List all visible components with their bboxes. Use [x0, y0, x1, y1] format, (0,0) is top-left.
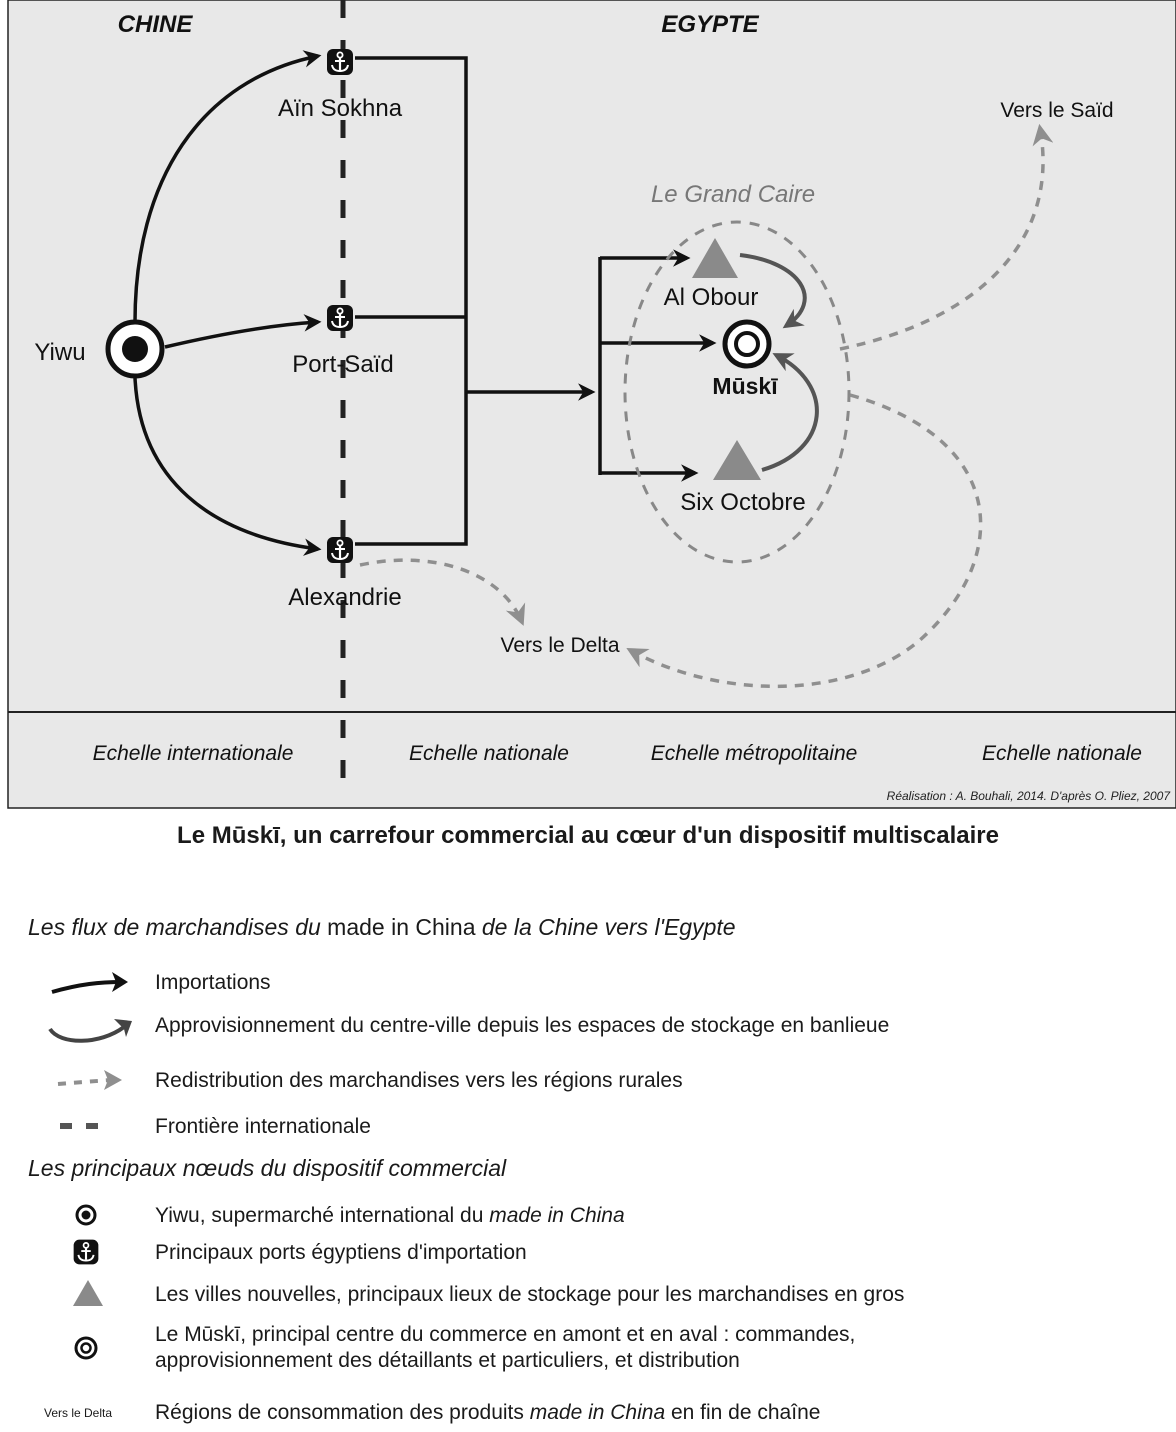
supply-arrow-six-octobre — [761, 353, 819, 472]
node-label-vers-delta: Vers le Delta — [500, 634, 619, 657]
import-arrow-alexandrie — [133, 377, 322, 556]
node-label-al-obour: Al Obour — [664, 284, 759, 311]
legend-item-ports: Principaux ports égyptiens d'importation — [0, 1232, 1176, 1272]
legend-item-new-towns: Les villes nouvelles, principaux lieux d… — [0, 1274, 1176, 1314]
legend-item-muski: Le Mūskī, principal centre du commerce e… — [0, 1318, 1176, 1378]
legend-item-importations: Importations — [0, 962, 1176, 1002]
import-arrow-ain-sokhna — [133, 50, 322, 323]
port-alexandrie-icon — [325, 535, 355, 565]
node-label-muski: Mūskī — [712, 373, 778, 399]
legend-item-regions: Vers le Delta Régions de consommation de… — [44, 1401, 821, 1424]
double-circle-icon — [74, 1336, 98, 1360]
node-label-vers-said: Vers le Saïd — [1000, 99, 1113, 122]
redistribution-arrow-delta-alex — [359, 558, 526, 626]
dashed-line-icon — [60, 1123, 110, 1129]
six-octobre-triangle-icon — [713, 440, 761, 480]
scale-label: Echelle nationale — [409, 742, 569, 765]
region-label-chine: CHINE — [118, 11, 194, 38]
legend-flows-heading: Les flux de marchandises du made in Chin… — [28, 914, 736, 940]
grand-caire-boundary — [623, 220, 851, 564]
legend-nodes-heading: Les principaux nœuds du dispositif comme… — [28, 1155, 507, 1181]
node-label-six-octobre: Six Octobre — [680, 489, 805, 516]
credit-text: Réalisation : A. Bouhali, 2014. D'après … — [887, 789, 1172, 803]
legend-item-border: Frontière internationale — [0, 1106, 1176, 1146]
import-bracket — [355, 56, 468, 546]
muski-double-circle-icon — [722, 319, 772, 369]
target-icon — [75, 1204, 97, 1226]
port-said-icon — [325, 303, 355, 333]
anchor-icon — [73, 1239, 99, 1265]
region-label-egypte: EGYPTE — [661, 11, 759, 38]
legend-item-supply: Approvisionnement du centre-ville depuis… — [0, 1005, 1176, 1045]
al-obour-triangle-icon — [692, 238, 738, 278]
scale-label: Echelle internationale — [93, 742, 294, 765]
redistribution-arrow-delta-east — [626, 393, 983, 689]
import-arrow-port-said — [164, 314, 322, 349]
scale-label: Echelle nationale — [982, 742, 1142, 765]
legend-item-yiwu: Yiwu, supermarché international du made … — [0, 1195, 1176, 1235]
dashed-arrow-icon — [57, 1070, 122, 1090]
port-ain-sokhna-icon — [325, 47, 355, 77]
node-label-yiwu: Yiwu — [34, 339, 85, 366]
supply-arrow-al-obour — [739, 253, 807, 329]
curved-grey-arrow-icon — [48, 1019, 132, 1043]
flow-diagram: CHINE EGYPTE Yiwu Aïn Sokhna Port-Saïd A… — [7, 0, 1176, 809]
node-label-grand-caire: Le Grand Caire — [651, 181, 815, 208]
black-arrow-icon — [51, 972, 128, 994]
node-label-ain-sokhna: Aïn Sokhna — [278, 95, 403, 122]
redistribution-arrow-said — [839, 123, 1054, 351]
legend-title: Le Mūskī, un carrefour commercial au cœu… — [177, 822, 999, 849]
legend-item-redistribution: Redistribution des marchandises vers les… — [0, 1060, 1176, 1100]
text-label-icon: Vers le Delta — [44, 1406, 113, 1420]
node-label-port-said: Port-Saïd — [292, 351, 393, 378]
map-background — [7, 0, 1176, 809]
triangle-icon — [73, 1280, 103, 1306]
node-label-alexandrie: Alexandrie — [288, 584, 401, 611]
scale-label: Echelle métropolitaine — [651, 742, 858, 765]
